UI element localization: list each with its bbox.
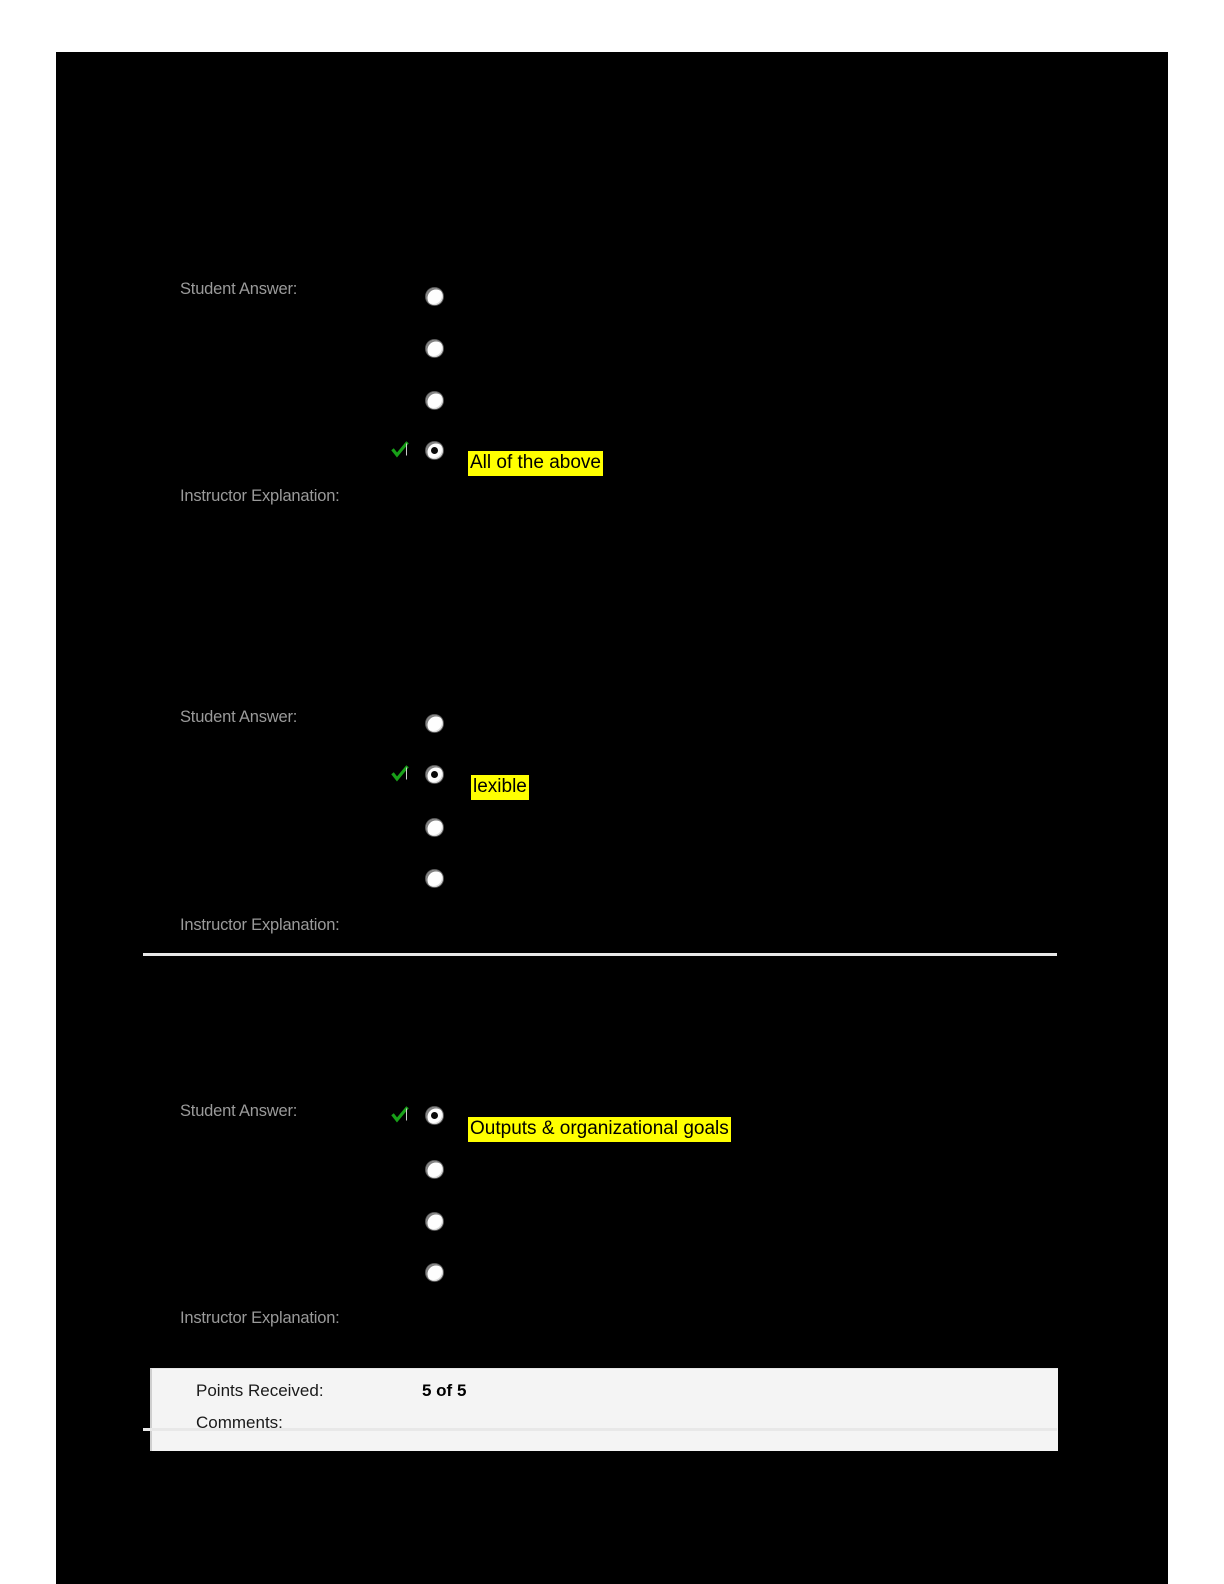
radio-button[interactable] xyxy=(426,392,443,409)
instructor-explanation-label: Instructor Explanation: xyxy=(180,487,340,505)
correct-check-icon xyxy=(391,1105,411,1125)
answer-option[interactable] xyxy=(56,340,1168,364)
answer-option[interactable] xyxy=(56,392,1168,416)
correct-check-icon xyxy=(391,440,411,460)
answer-option-label: lexible xyxy=(471,775,529,800)
radio-button[interactable] xyxy=(426,1161,443,1178)
answer-option[interactable] xyxy=(56,870,1168,894)
student-answer-label: Student Answer: xyxy=(180,1102,298,1120)
answer-option-label: All of the above xyxy=(468,451,603,476)
comments-label: Comments: xyxy=(196,1413,283,1432)
instructor-explanation-label: Instructor Explanation: xyxy=(180,916,340,934)
radio-button-selected[interactable] xyxy=(426,1107,443,1124)
points-received-row: Points Received: 5 of 5 xyxy=(152,1381,1058,1413)
answer-option-selected[interactable]: lexible xyxy=(56,764,1168,800)
answer-option-label: Outputs & organizational goals xyxy=(468,1117,731,1142)
radio-button[interactable] xyxy=(426,340,443,357)
instructor-explanation-label: Instructor Explanation: xyxy=(180,1309,340,1327)
points-received-label: Points Received: xyxy=(196,1381,324,1400)
answer-option[interactable] xyxy=(56,819,1168,843)
footer-divider xyxy=(143,1428,1057,1431)
radio-button-selected[interactable] xyxy=(426,766,443,783)
answer-option-selected[interactable]: All of the above xyxy=(56,440,1168,476)
points-received-value: 5 of 5 xyxy=(422,1381,467,1400)
answer-option-selected[interactable]: Outputs & organizational goals xyxy=(56,1105,1168,1142)
student-answer-label: Student Answer: xyxy=(180,708,298,726)
radio-button[interactable] xyxy=(426,288,443,305)
answer-option[interactable] xyxy=(56,288,1168,312)
radio-button[interactable] xyxy=(426,715,443,732)
answer-option[interactable] xyxy=(56,1161,1168,1185)
scanned-page: Student Answer: xyxy=(56,52,1168,1584)
comments-row: Comments: xyxy=(152,1413,1058,1439)
radio-button[interactable] xyxy=(426,1264,443,1281)
points-summary-box: Points Received: 5 of 5 Comments: xyxy=(150,1368,1058,1451)
radio-button[interactable] xyxy=(426,819,443,836)
section-divider xyxy=(143,953,1057,956)
radio-button[interactable] xyxy=(426,870,443,887)
radio-button[interactable] xyxy=(426,1213,443,1230)
correct-check-icon xyxy=(391,764,411,784)
radio-button-selected[interactable] xyxy=(426,442,443,459)
answer-option[interactable] xyxy=(56,1264,1168,1288)
answer-option[interactable] xyxy=(56,715,1168,739)
answer-option[interactable] xyxy=(56,1213,1168,1237)
student-answer-label: Student Answer: xyxy=(180,280,298,298)
